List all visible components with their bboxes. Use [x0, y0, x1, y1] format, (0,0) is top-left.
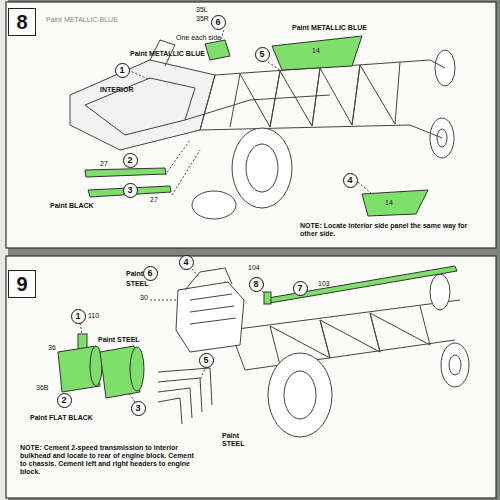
callout-circle: 5 [255, 47, 270, 62]
callout-circle: 3 [131, 401, 146, 416]
callout-number: 8 [253, 280, 258, 289]
part-number: 27 [150, 196, 158, 204]
callout-number: 5 [259, 50, 264, 59]
callout-circle: 8 [249, 277, 264, 292]
paint-note: Paint [126, 270, 143, 278]
part-number: 36B [36, 384, 48, 392]
callout-number: 2 [127, 156, 132, 165]
paint-note: INTERIOR [100, 86, 133, 94]
part-number: 14 [385, 199, 393, 207]
callout-circle: 6 [143, 266, 158, 281]
callout-circle: 2 [57, 393, 72, 408]
callout-number: 1 [119, 66, 124, 75]
callout-circle: 1 [115, 63, 130, 78]
part-number: 36 [48, 344, 56, 352]
callout-number: 4 [347, 176, 352, 185]
callout-circle: 4 [343, 173, 358, 188]
callout-number: 3 [127, 186, 132, 195]
step-number-box: 8 [8, 8, 36, 36]
paint-note: Paint FLAT BLACK [30, 414, 93, 422]
paint-note: Paint BLACK [50, 202, 94, 210]
callout-number: 6 [215, 18, 220, 27]
callout-circle: 1 [71, 309, 86, 324]
paint-note: NOTE: Locate interior side panel the sam… [300, 222, 485, 238]
paint-note: One each side [176, 34, 221, 42]
paint-note: STEEL [126, 280, 149, 288]
callout-number: 8 [16, 12, 27, 32]
paint-note: Paint METALLIC BLUE [130, 50, 205, 58]
callout-number: 9 [16, 274, 27, 294]
part-number: 27 [100, 160, 108, 168]
paint-note: Paint STEEL [222, 432, 252, 448]
callout-number: 3 [135, 404, 140, 413]
callout-circle: 3 [123, 183, 138, 198]
paint-note: Paint STEEL [98, 336, 140, 344]
callout-circle: 6 [211, 15, 226, 30]
callout-number: 1 [75, 312, 80, 321]
step-number-box: 9 [8, 270, 36, 298]
part-number: 14 [312, 47, 320, 55]
callout-circle: 4 [179, 255, 194, 270]
paint-note: NOTE: Cement 2-speed transmission to int… [20, 444, 195, 476]
part-number: 110 [88, 312, 99, 320]
part-number: 35R [196, 15, 209, 23]
callout-number: 5 [203, 356, 208, 365]
callout-circle: 5 [199, 353, 214, 368]
callout-number: 2 [61, 396, 66, 405]
callout-number: 7 [297, 284, 302, 293]
callout-number: 4 [183, 258, 188, 267]
part-number: 35L [196, 6, 208, 14]
part-number: 104 [248, 264, 260, 272]
callout-circle: 2 [123, 153, 138, 168]
paint-note: Paint METALLIC BLUE [46, 16, 118, 24]
part-number: 103 [318, 280, 330, 288]
part-number: 30 [140, 294, 148, 302]
paint-note: Paint METALLIC BLUE [292, 24, 367, 32]
callout-circle: 7 [293, 281, 308, 296]
callout-number: 6 [147, 269, 152, 278]
